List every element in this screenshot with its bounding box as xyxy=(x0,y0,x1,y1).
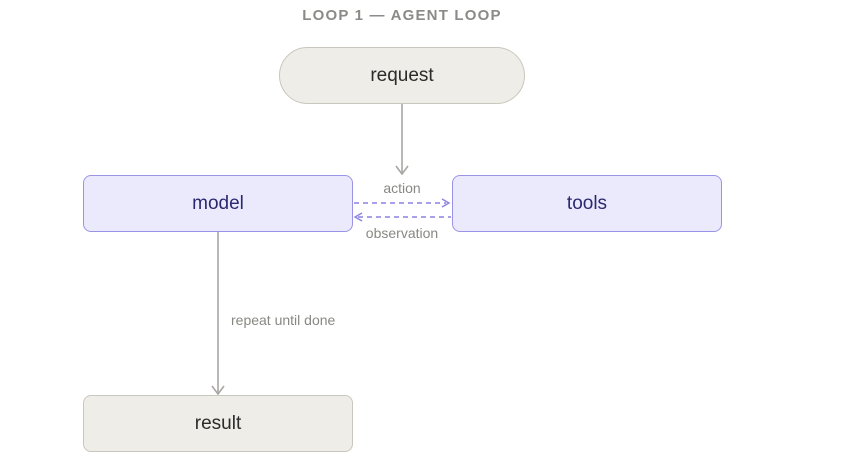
node-request: request xyxy=(279,47,525,104)
node-model-label: model xyxy=(192,192,244,214)
edge-action xyxy=(354,198,451,208)
edge-label-observation: observation xyxy=(365,225,439,241)
edge-repeat xyxy=(211,232,225,396)
edge-label-repeat: repeat until done xyxy=(231,312,336,328)
edge-request-down xyxy=(395,104,409,176)
node-request-label: request xyxy=(370,64,434,86)
node-result-label: result xyxy=(194,412,242,434)
edge-observation xyxy=(353,212,451,222)
node-model: model xyxy=(83,175,353,232)
edge-label-action: action xyxy=(383,180,421,196)
node-tools-label: tools xyxy=(566,192,608,214)
node-result: result xyxy=(83,395,353,452)
diagram-title: LOOP 1 — AGENT LOOP xyxy=(302,7,502,24)
node-tools: tools xyxy=(452,175,722,232)
